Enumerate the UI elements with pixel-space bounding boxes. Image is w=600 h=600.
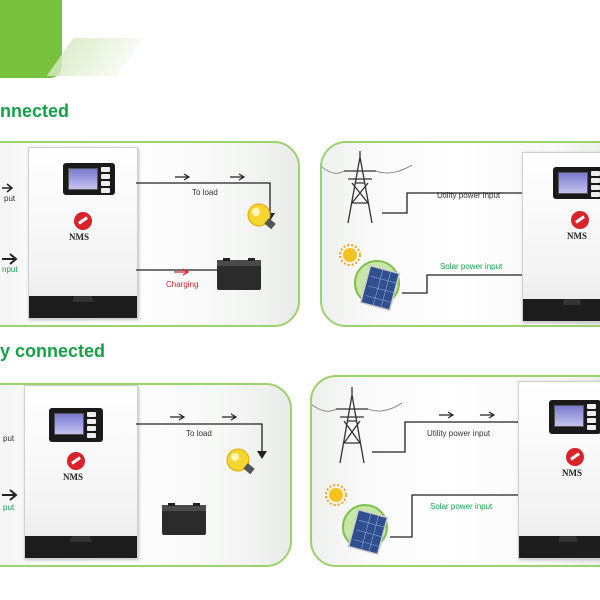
input-label-bottom: put <box>3 503 15 512</box>
lcd-display <box>553 167 600 199</box>
brand-label: NMS <box>562 468 582 478</box>
solar-input-label: Solar power input <box>440 262 503 271</box>
flow-lines <box>312 387 518 556</box>
arrow-icon <box>480 411 496 419</box>
brand-label: NMS <box>69 232 89 242</box>
diagram-panel-1: NMS put nput To load Charging <box>0 141 300 327</box>
solar-panel-icon <box>342 504 389 556</box>
brand-logo-icon <box>74 212 92 230</box>
input-label-top: put <box>3 434 15 443</box>
brand-label: NMS <box>567 231 587 241</box>
diagram-panel-2: NMS Utility power input Solar power inpu… <box>320 141 600 327</box>
inverter-base <box>25 536 137 558</box>
brand-logo-icon <box>566 448 584 466</box>
input-label-bottom: nput <box>2 265 18 274</box>
header-tab <box>0 0 62 78</box>
bulb-icon <box>226 448 255 475</box>
arrow-icon <box>175 173 191 181</box>
battery-icon <box>217 258 261 290</box>
brand-logo-icon <box>67 452 85 470</box>
input-label-top: put <box>4 194 16 203</box>
arrow-icon <box>2 489 18 501</box>
diagram-panel-4: NMS Utility power input Solar power inpu… <box>310 375 600 567</box>
to-load-label: To load <box>186 429 212 438</box>
arrow-icon <box>439 411 455 419</box>
solar-input-label: Solar power input <box>430 502 493 511</box>
bulb-icon <box>247 203 276 230</box>
brand-label: NMS <box>63 472 83 482</box>
battery-icon <box>162 503 206 535</box>
arrow-icon <box>2 183 14 193</box>
arrow-icon <box>257 451 267 459</box>
section-title-2: y connected <box>0 341 106 361</box>
inverter-base <box>523 299 600 321</box>
arrow-icon <box>230 173 246 181</box>
pylon-icon <box>312 387 403 464</box>
utility-input-label: Utility power input <box>437 191 501 200</box>
arrow-icon <box>170 413 186 421</box>
utility-input-label: Utility power input <box>427 429 491 438</box>
sun-icon <box>325 484 347 506</box>
arrow-icon <box>222 413 238 421</box>
inverter-unit: NMS <box>518 381 600 559</box>
sun-icon <box>339 244 361 266</box>
solar-panel-icon <box>354 260 401 312</box>
lcd-display <box>549 400 600 434</box>
section-title-1: nnected <box>0 101 70 121</box>
flow-lines <box>2 173 276 290</box>
inverter-base <box>519 536 600 558</box>
inverter-unit: NMS <box>24 385 138 559</box>
lcd-display <box>63 163 115 195</box>
flow-lines <box>322 151 522 312</box>
flow-lines <box>2 413 267 535</box>
to-load-label: To load <box>192 188 218 197</box>
inverter-unit: NMS <box>522 152 600 322</box>
diagram-panel-3: NMS put put To load <box>0 383 292 567</box>
pylon-icon <box>322 151 413 224</box>
lcd-display <box>49 408 103 442</box>
brand-logo-icon <box>571 211 589 229</box>
inverter-base <box>29 296 137 318</box>
arrow-icon <box>174 268 190 276</box>
arrow-icon <box>2 253 18 265</box>
inverter-unit: NMS <box>28 147 138 319</box>
charging-label: Charging <box>166 280 199 289</box>
